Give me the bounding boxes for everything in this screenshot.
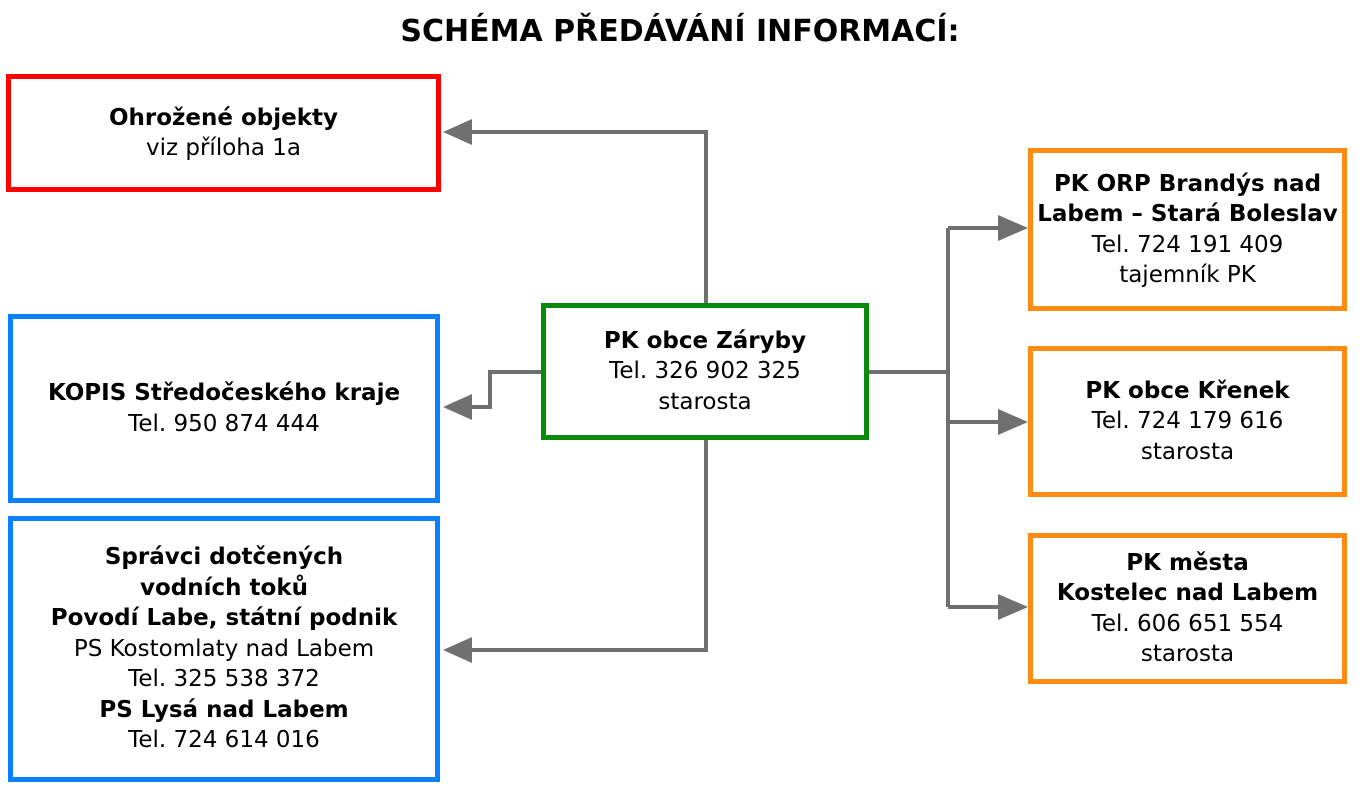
box-pk-obce-zaryby: PK obce Záryby Tel. 326 902 325 starosta bbox=[541, 303, 869, 440]
krenek-heading: PK obce Křenek bbox=[1085, 377, 1290, 404]
box-kopis: KOPIS Středočeského kraje Tel. 950 874 4… bbox=[8, 314, 440, 503]
center-heading: PK obce Záryby bbox=[603, 327, 807, 354]
kostelec-role: starosta bbox=[1140, 641, 1235, 667]
orp-heading-1: PK ORP Brandýs nad bbox=[1053, 170, 1322, 197]
orp-role: tajemník PK bbox=[1119, 262, 1256, 288]
kopis-phone: Tel. 950 874 444 bbox=[128, 410, 320, 437]
ohrozene-note: viz příloha 1a bbox=[145, 135, 301, 161]
spravci-phone-lysa: Tel. 724 614 016 bbox=[128, 727, 320, 754]
arrow-to-ohrozene bbox=[470, 130, 708, 303]
box-spravci-toku: Správci dotčených vodních toků Povodí La… bbox=[8, 516, 440, 782]
box-pk-orp-brandys: PK ORP Brandýs nad Labem – Stará Bolesla… bbox=[1028, 148, 1347, 311]
arrowhead-krenek bbox=[998, 409, 1028, 435]
kostelec-heading-2: Kostelec nad Labem bbox=[1056, 580, 1319, 606]
spravci-ps-kostomlaty: PS Kostomlaty nad Labem bbox=[73, 635, 375, 662]
orp-phone: Tel. 724 191 409 bbox=[1091, 231, 1284, 258]
arrowhead-ohrozene bbox=[443, 119, 472, 145]
arrowhead-orp bbox=[998, 215, 1028, 241]
box-pk-obce-krenek: PK obce Křenek Tel. 724 179 616 starosta bbox=[1028, 346, 1347, 497]
spravci-ps-lysa: PS Lysá nad Labem bbox=[99, 696, 349, 723]
krenek-phone: Tel. 724 179 616 bbox=[1091, 408, 1284, 435]
kopis-heading: KOPIS Středočeského kraje bbox=[47, 380, 401, 406]
arrow-to-spravci bbox=[470, 440, 708, 652]
orp-heading-2: Labem – Stará Boleslav bbox=[1037, 201, 1338, 227]
spravci-organization: Povodí Labe, státní podnik bbox=[50, 605, 398, 632]
krenek-role: starosta bbox=[1140, 438, 1235, 465]
spravci-heading-2: vodních toků bbox=[140, 574, 308, 601]
center-role: starosta bbox=[658, 388, 752, 415]
ohrozene-heading: Ohrožené objekty bbox=[108, 104, 339, 131]
box-pk-mesta-kostelec: PK města Kostelec nad Labem Tel. 606 651… bbox=[1028, 533, 1347, 684]
box-ohrozene-objekty: Ohrožené objekty viz příloha 1a bbox=[6, 74, 441, 192]
arrowhead-kopis bbox=[443, 394, 472, 420]
arrowhead-spravci bbox=[443, 637, 472, 663]
arrowhead-kostelec bbox=[998, 594, 1028, 620]
diagram-title: SCHÉMA PŘEDÁVÁNÍ INFORMACÍ: bbox=[400, 14, 960, 49]
spravci-heading-1: Správci dotčených bbox=[104, 544, 344, 571]
kostelec-phone: Tel. 606 651 554 bbox=[1091, 610, 1284, 637]
arrow-to-kopis bbox=[470, 370, 541, 409]
spravci-phone-kostomlaty: Tel. 325 538 372 bbox=[128, 666, 320, 693]
kostelec-heading-1: PK města bbox=[1126, 549, 1249, 576]
center-phone: Tel. 326 902 325 bbox=[609, 358, 801, 385]
